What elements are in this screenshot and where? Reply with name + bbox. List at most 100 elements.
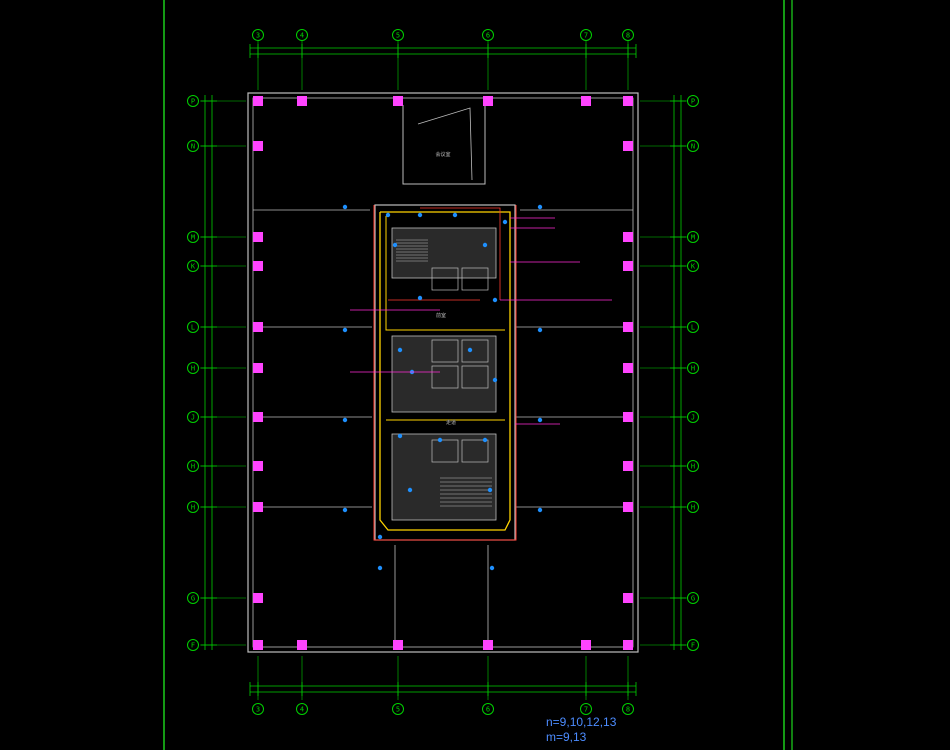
electrical-device — [489, 565, 495, 571]
conduit — [373, 205, 517, 541]
axis-bubble — [482, 29, 494, 41]
axis-bubble — [187, 501, 199, 513]
electrical-device — [482, 242, 488, 248]
column — [253, 141, 263, 151]
electrical-device — [392, 242, 398, 248]
axis-bubble — [187, 362, 199, 374]
axis-bubble-label: P — [191, 98, 195, 106]
axis-bubble — [296, 29, 308, 41]
exterior-wall-outer — [247, 92, 639, 653]
building-core — [374, 204, 516, 541]
electrical-device — [342, 327, 348, 333]
electrical-device — [437, 437, 443, 443]
axis-bubble-label: J — [191, 414, 195, 422]
electrical-device — [492, 297, 498, 303]
axis-bubble-label: 5 — [396, 32, 400, 40]
axis-bubble-label: L — [191, 324, 195, 332]
axis-bubble — [687, 592, 699, 604]
column — [253, 232, 263, 242]
axis-bubble-label: L — [691, 324, 695, 332]
stair-block — [391, 227, 497, 279]
column — [253, 96, 263, 106]
axis-bubble — [187, 140, 199, 152]
electrical-device — [342, 417, 348, 423]
axis-bubble — [687, 460, 699, 472]
column — [253, 640, 263, 650]
electrical-device — [492, 377, 498, 383]
axis-bubble-label: F — [691, 642, 695, 650]
axis-bubble — [296, 703, 308, 715]
axis-bubble — [187, 411, 199, 423]
note-m-values: m=9,13 — [546, 730, 587, 744]
axis-bubble — [687, 501, 699, 513]
column — [393, 640, 403, 650]
drawing-frame-lines — [163, 0, 793, 750]
axis-bubble — [187, 460, 199, 472]
electrical-device — [407, 487, 413, 493]
electrical-device — [377, 534, 383, 540]
electrical-device — [452, 212, 458, 218]
axis-bubble — [392, 29, 404, 41]
column — [253, 261, 263, 271]
column — [253, 502, 263, 512]
axis-bubble — [622, 703, 634, 715]
elevator-car — [431, 365, 459, 389]
axis-bubble-label: P — [691, 98, 695, 106]
axis-bubble — [687, 260, 699, 272]
axis-bubble-label: M — [691, 234, 695, 242]
axis-bubble-label: 8 — [626, 32, 630, 40]
column — [623, 322, 633, 332]
electrical-device — [502, 219, 508, 225]
electrical-device — [537, 507, 543, 513]
room-label-lobby: 前室 — [436, 312, 446, 319]
note-n-values: n=9,10,12,13 — [546, 715, 617, 729]
axis-bubble — [580, 703, 592, 715]
electrical-device — [537, 204, 543, 210]
elevator-car — [461, 267, 489, 291]
axis-bubble-label: H — [691, 365, 695, 373]
electrical-device — [537, 327, 543, 333]
axis-bubble-label: 8 — [626, 706, 630, 714]
cable-tray — [379, 211, 511, 531]
axis-bubble — [687, 639, 699, 651]
cable-tray — [385, 216, 505, 331]
axis-bubble — [252, 703, 264, 715]
electrical-device — [377, 565, 383, 571]
column — [253, 322, 263, 332]
electrical-device — [487, 487, 493, 493]
axis-bubble-label: F — [191, 642, 195, 650]
axis-bubble-label: G — [191, 595, 195, 603]
column — [483, 640, 493, 650]
column — [623, 363, 633, 373]
axis-bubble — [580, 29, 592, 41]
stair-block — [391, 433, 497, 521]
column — [581, 96, 591, 106]
axis-bubble-label: N — [191, 143, 195, 151]
electrical-device — [385, 212, 391, 218]
axis-bubble-label: 7 — [584, 32, 588, 40]
axis-bubble — [187, 260, 199, 272]
axis-bubble-label: 3 — [256, 706, 260, 714]
axis-bubble — [392, 703, 404, 715]
column — [393, 96, 403, 106]
elevator-car — [461, 439, 489, 463]
column — [623, 141, 633, 151]
elevator-car — [461, 365, 489, 389]
axis-bubble — [187, 231, 199, 243]
axis-bubble-label: 4 — [300, 32, 304, 40]
axis-bubble-label: K — [191, 263, 196, 271]
axis-bubble-label: H — [191, 504, 195, 512]
electrical-device — [417, 295, 423, 301]
electrical-device — [397, 347, 403, 353]
axis-bubble-label: 4 — [300, 706, 304, 714]
axis-bubble-label: N — [691, 143, 695, 151]
axis-bubble-label: 6 — [486, 32, 490, 40]
electrical-device — [482, 437, 488, 443]
axis-bubble — [687, 140, 699, 152]
axis-bubble-label: M — [191, 234, 195, 242]
electrical-device — [342, 204, 348, 210]
column — [623, 232, 633, 242]
column — [297, 96, 307, 106]
axis-bubble — [187, 321, 199, 333]
